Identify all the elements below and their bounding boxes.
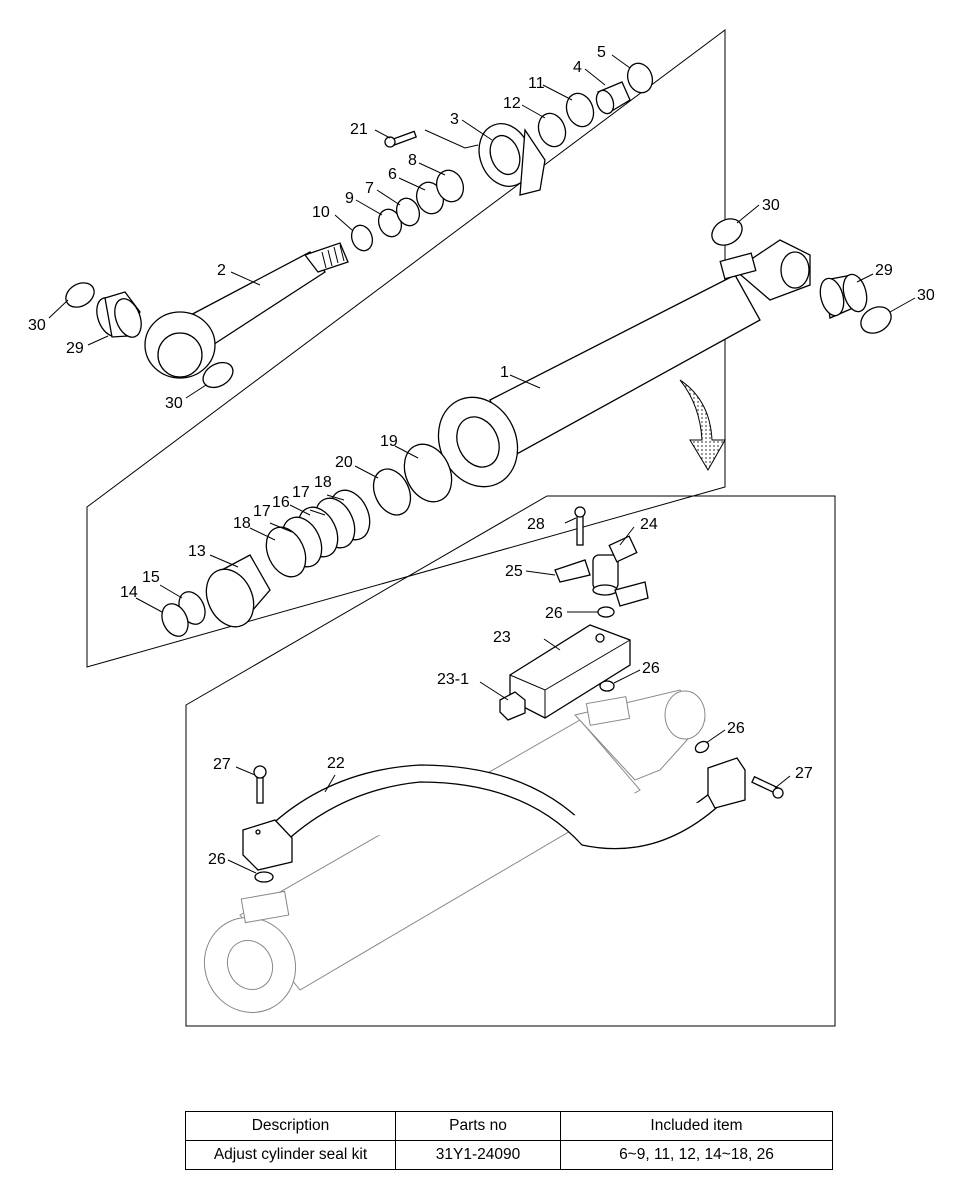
o-ring-26-valve <box>599 680 615 692</box>
bushing-4 <box>595 81 631 115</box>
bolt-27-left <box>253 765 267 804</box>
callout-15: 15 <box>142 569 160 586</box>
table-row: Adjust cylinder seal kit 31Y1-24090 6~9,… <box>185 1140 833 1170</box>
seal-kit-table: Description Parts no Included item Adjus… <box>185 1111 833 1170</box>
callout-29-left: 29 <box>66 340 84 357</box>
callout-26-lower: 26 <box>208 851 226 868</box>
header-description: Description <box>185 1111 396 1141</box>
table-header-row: Description Parts no Included item <box>185 1111 833 1141</box>
bolt-27-right <box>751 775 784 799</box>
callout-17-left: 17 <box>253 503 271 520</box>
callout-23: 23 <box>493 629 511 646</box>
callout-9: 9 <box>345 190 354 207</box>
callout-23-1: 23-1 <box>437 671 469 688</box>
callout-16: 16 <box>272 494 290 511</box>
piston-rod <box>144 242 349 379</box>
callout-12: 12 <box>503 95 521 112</box>
ring-14 <box>161 603 189 637</box>
callout-2: 2 <box>217 262 226 279</box>
callout-7: 7 <box>365 180 374 197</box>
callout-17-right: 17 <box>292 484 310 501</box>
cell-parts-no: 31Y1-24090 <box>395 1140 561 1170</box>
callout-5: 5 <box>597 44 606 61</box>
ring-7 <box>395 197 421 227</box>
callout-27-right: 27 <box>795 765 813 782</box>
cylinder-tube <box>437 239 811 488</box>
cell-description: Adjust cylinder seal kit <box>185 1140 396 1170</box>
snap-ring-30-left <box>65 282 95 308</box>
callout-30-right: 30 <box>917 287 935 304</box>
rod-cover-3 <box>478 123 546 196</box>
callout-1: 1 <box>500 364 509 381</box>
callout-10: 10 <box>312 204 330 221</box>
ring-11 <box>565 92 595 128</box>
ring-18-left <box>265 526 307 578</box>
o-ring-26-lower <box>254 871 274 883</box>
cell-included-item: 6~9, 11, 12, 14~18, 26 <box>560 1140 833 1170</box>
callout-24: 24 <box>640 516 658 533</box>
ring-8 <box>435 169 465 203</box>
callout-30-lower: 30 <box>165 395 183 412</box>
pipe-flange-right <box>707 757 746 809</box>
ring-5 <box>626 62 654 94</box>
o-ring-26-top <box>597 606 615 618</box>
callout-11: 11 <box>528 75 545 92</box>
ring-20 <box>372 468 412 516</box>
header-parts-no: Parts no <box>395 1111 561 1141</box>
exploded-parts-diagram: 1 2 3 4 5 6 7 8 9 10 11 12 21 30 29 30 3… <box>28 29 935 1027</box>
callout-8: 8 <box>408 152 417 169</box>
leader-lines <box>48 54 916 874</box>
callout-19: 19 <box>380 433 398 450</box>
callout-18-right: 18 <box>314 474 332 491</box>
elbow-24 <box>592 535 638 596</box>
split-flange-25b <box>614 581 649 607</box>
callout-27-left: 27 <box>213 756 231 773</box>
callout-18-left: 18 <box>233 515 251 532</box>
callout-4: 4 <box>573 59 582 76</box>
snap-ring-30-right-top <box>711 218 743 246</box>
lock-nut-19 <box>403 443 453 503</box>
callout-29-right: 29 <box>875 262 893 279</box>
bushing-29-left <box>96 291 142 338</box>
callout-26-right: 26 <box>727 720 745 737</box>
callout-20: 20 <box>335 454 353 471</box>
callout-22: 22 <box>327 755 345 772</box>
detail-panel-frame <box>185 495 836 1027</box>
ring-10 <box>350 224 374 252</box>
callout-3: 3 <box>450 111 459 128</box>
piston-13 <box>205 554 271 628</box>
callout-21: 21 <box>350 121 368 138</box>
pipe-flange-left <box>242 819 293 871</box>
ring-12 <box>537 112 567 148</box>
callout-30-left: 30 <box>28 317 46 334</box>
detail-arrow-icon <box>679 379 726 471</box>
callout-6: 6 <box>388 166 397 183</box>
callout-26-top: 26 <box>545 605 563 622</box>
upper-panel-frame <box>86 29 726 668</box>
split-flange-25 <box>554 559 591 583</box>
callout-25: 25 <box>505 563 523 580</box>
bushing-29-right <box>819 273 868 319</box>
bolt-21 <box>384 130 418 148</box>
callout-13: 13 <box>188 543 206 560</box>
callout-14: 14 <box>120 584 138 601</box>
header-included-item: Included item <box>560 1111 833 1141</box>
callout-28: 28 <box>527 516 545 533</box>
callout-30-right-top: 30 <box>762 197 780 214</box>
o-ring-26-right <box>694 740 710 754</box>
snap-ring-30-right <box>860 306 892 334</box>
callout-26-valve: 26 <box>642 660 660 677</box>
bolt-28 <box>574 506 586 546</box>
snap-ring-30-lower <box>202 361 234 389</box>
